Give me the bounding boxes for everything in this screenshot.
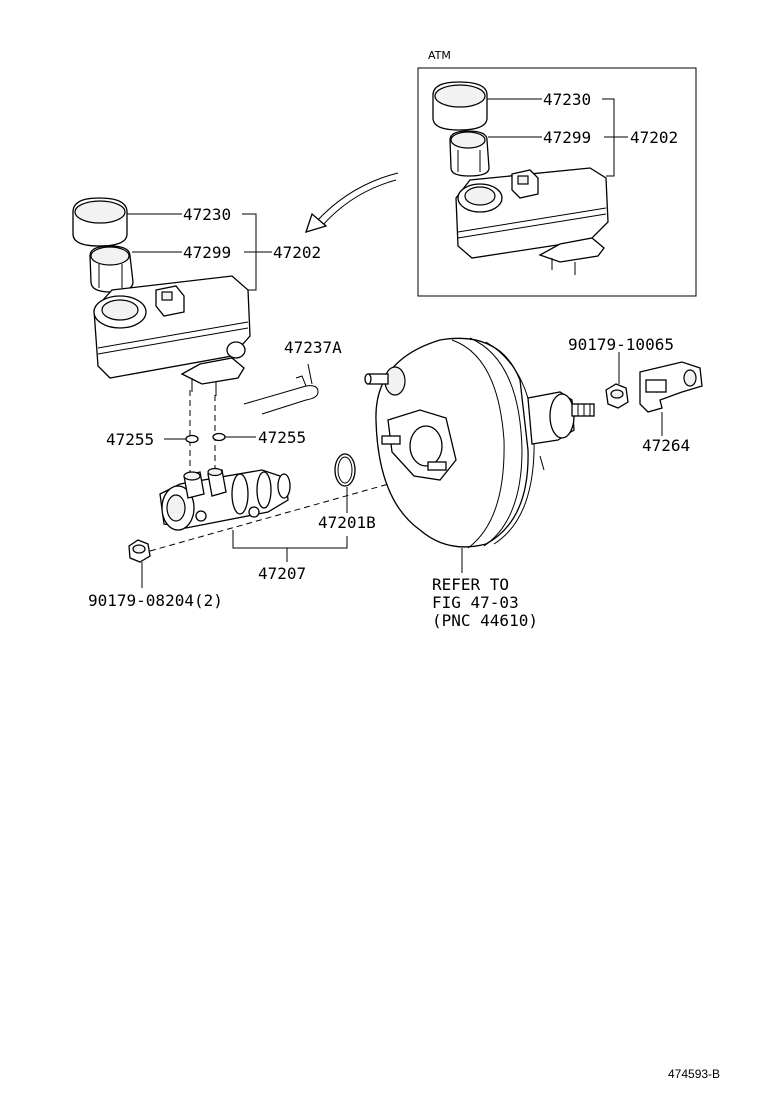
nut-left-drawing (128, 539, 151, 563)
master-cylinder-drawing (159, 467, 291, 531)
cap-label: 47230 (183, 205, 231, 224)
atm-reservoir-label: 47202 (630, 128, 678, 147)
master-cylinder-bracket (232, 530, 348, 549)
oring-drawing (334, 453, 356, 487)
cap-drawing (72, 197, 128, 247)
grommet-left-drawing (185, 434, 199, 444)
atm-strainer-drawing (449, 130, 490, 177)
atm-label: ATM (428, 49, 451, 62)
oring-label: 47201B (318, 513, 376, 532)
grommet-right-label: 47255 (258, 428, 306, 447)
reference-arrow (304, 172, 399, 233)
atm-cap-drawing (432, 81, 488, 131)
sheet-id: 474593-B (668, 1067, 720, 1081)
atm-reservoir-drawing (455, 167, 609, 275)
grommet-right-drawing (212, 432, 226, 442)
reservoir-label: 47202 (273, 243, 321, 262)
atm-inset-frame (417, 67, 697, 297)
nut-left-label: 90179-08204(2) (88, 591, 223, 610)
atm-inset: ATM 47 (417, 49, 697, 297)
reservoir-drawing (93, 275, 251, 396)
strainer-drawing (89, 245, 134, 293)
clevis-label: 47264 (642, 436, 690, 455)
grommet-left-label: 47255 (106, 430, 154, 449)
booster-ref-line2: FIG 47-03 (432, 593, 519, 612)
nut-right-label: 90179-10065 (568, 335, 674, 354)
atm-strainer-label: 47299 (543, 128, 591, 147)
pin-label: 47237A (284, 338, 342, 357)
atm-cap-label: 47230 (543, 90, 591, 109)
pin-drawing (243, 363, 319, 415)
strainer-label: 47299 (183, 243, 231, 262)
booster-ref-line1: REFER TO (432, 575, 509, 594)
nut-right-drawing (605, 383, 629, 409)
cylinder-axis-line (149, 477, 411, 552)
clevis-drawing (639, 361, 703, 413)
booster-ref-line3: (PNC 44610) (432, 611, 538, 630)
booster-drawing (364, 337, 595, 549)
master-cylinder-label: 47207 (258, 564, 306, 583)
